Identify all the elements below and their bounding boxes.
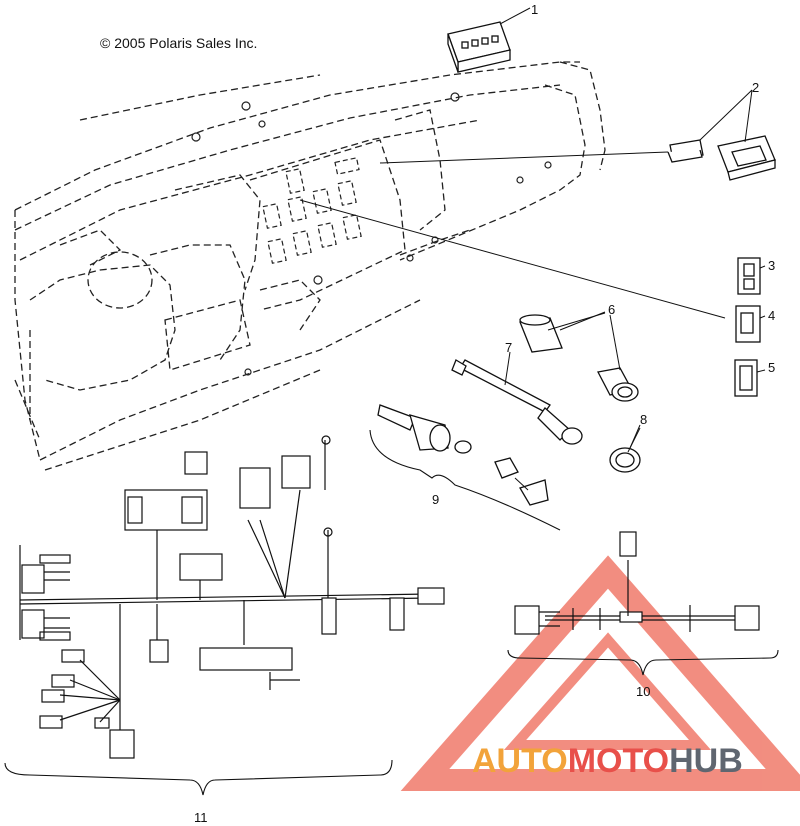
part-4-switch bbox=[735, 305, 766, 343]
callout-3: 3 bbox=[768, 258, 776, 273]
callout-9: 9 bbox=[432, 492, 440, 507]
bracket-10 bbox=[507, 649, 779, 676]
callout-11: 11 bbox=[194, 810, 208, 825]
callout-4: 4 bbox=[768, 308, 776, 323]
callout-7: 7 bbox=[505, 340, 513, 355]
dashboard-slots bbox=[262, 157, 362, 264]
callout-8: 8 bbox=[640, 412, 648, 427]
bracket-9 bbox=[369, 429, 561, 531]
watermark-logo bbox=[400, 555, 800, 791]
callout-1: 1 bbox=[531, 2, 539, 17]
watermark-text: AUTOMOTOHUB bbox=[472, 742, 743, 781]
leader-4 bbox=[299, 199, 726, 319]
dashboard-bolts bbox=[191, 92, 552, 376]
part-1-connector bbox=[447, 7, 531, 73]
callout-5: 5 bbox=[768, 360, 776, 375]
part-5-plate bbox=[734, 359, 766, 397]
callout-10: 10 bbox=[636, 684, 651, 699]
dashboard-outline bbox=[14, 61, 606, 471]
part-9-ignition bbox=[377, 404, 549, 506]
callout-leaders bbox=[559, 311, 641, 453]
part-7-element bbox=[451, 351, 583, 445]
leader-2 bbox=[379, 151, 669, 164]
bracket-11 bbox=[4, 759, 393, 796]
copyright-text: © 2005 Polaris Sales Inc. bbox=[100, 35, 258, 51]
part-8-cap bbox=[609, 424, 641, 473]
callout-6: 6 bbox=[608, 302, 616, 317]
part-2-covers bbox=[667, 89, 776, 181]
part-6-outlet bbox=[519, 312, 639, 402]
callout-2: 2 bbox=[752, 80, 760, 95]
watermark-part-auto: AUTO bbox=[472, 742, 568, 780]
watermark-part-hub: HUB bbox=[669, 742, 743, 780]
part-3-switch bbox=[737, 257, 766, 295]
watermark-part-moto: MOTO bbox=[567, 742, 670, 780]
part-10-subharness bbox=[514, 531, 760, 635]
part-11-harness bbox=[19, 435, 445, 759]
